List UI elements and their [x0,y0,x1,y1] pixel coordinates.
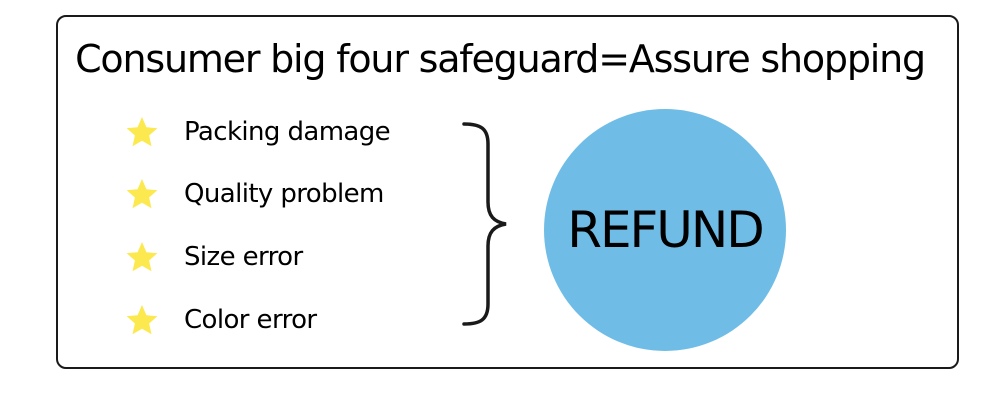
issue-label: Quality problem [184,179,384,209]
refund-label: REFUND [567,201,765,259]
issue-label: Size error [184,242,303,272]
safeguard-card [56,15,959,369]
list-item: Size error [122,237,442,277]
star-icon [126,179,158,209]
star-icon [126,242,158,272]
issue-label: Packing damage [184,117,391,147]
star-icon [126,117,158,147]
right-curly-brace-icon [462,122,507,326]
list-item: Quality problem [122,174,442,214]
refund-circle: REFUND [544,109,786,351]
issue-label: Color error [184,305,317,335]
list-item: Packing damage [122,112,442,152]
list-item: Color error [122,300,442,340]
star-icon [126,305,158,335]
page-title: Consumer big four safeguard=Assure shopp… [75,37,926,81]
